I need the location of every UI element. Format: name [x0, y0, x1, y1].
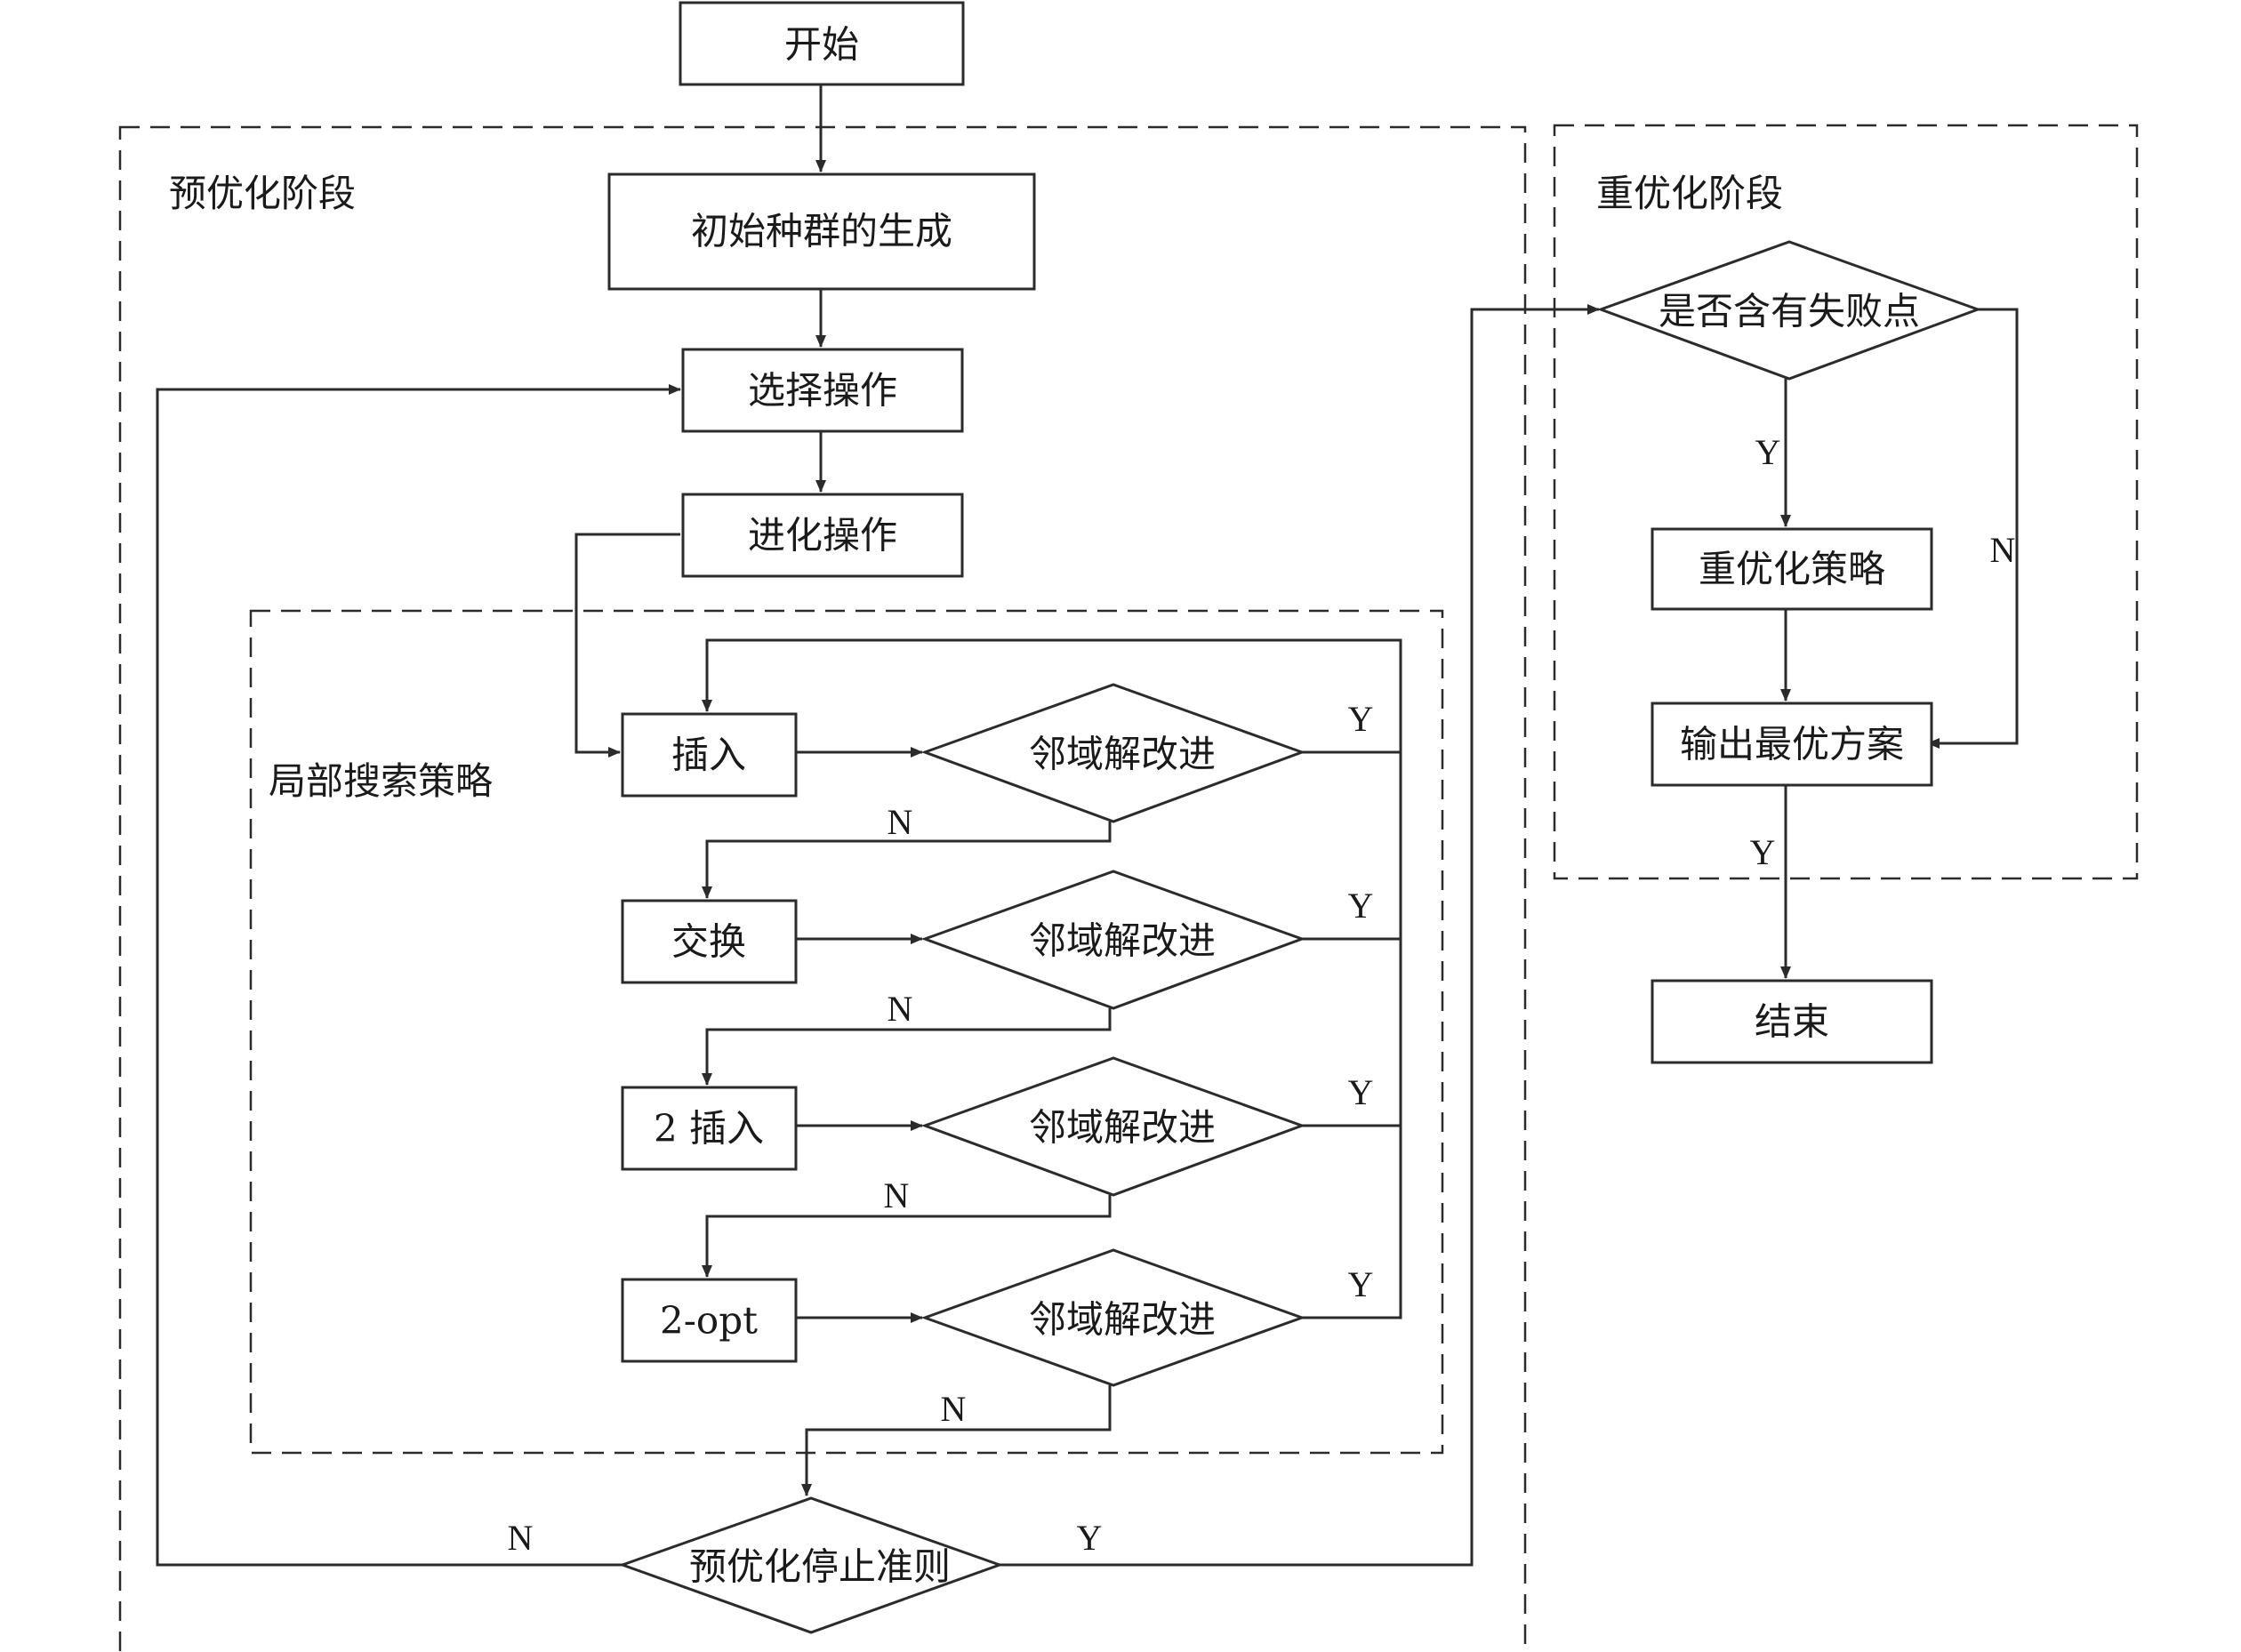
edge-label-y: Y [1348, 886, 1374, 926]
failure-point-label: 是否含有失败点 [1659, 290, 1920, 333]
edge-label-y: Y [1348, 1264, 1374, 1304]
init-population-node [607, 172, 1036, 291]
improve1-label: 邻域解改进 [1029, 733, 1216, 776]
edge-stop-n [156, 384, 681, 1567]
pre-optimization-title: 预优化阶段 [169, 172, 356, 215]
improve4-label: 邻域解改进 [1029, 1298, 1216, 1342]
edge-label-y: Y [1077, 1518, 1103, 1558]
opt2-node [621, 1278, 798, 1363]
reoptimization-label: 重优化策略 [1699, 548, 1885, 591]
edge-label-y: Y [1348, 1072, 1374, 1112]
opt2-label: 2-opt [660, 1299, 758, 1343]
local-search-region [249, 609, 1444, 1455]
edge-label-n: N [1990, 530, 2016, 570]
re-optimization-title: 重优化阶段 [1596, 172, 1783, 215]
stop-criterion-label: 预优化停止准则 [689, 1545, 951, 1589]
edge-label-n: N [888, 802, 913, 842]
improve1-decision [920, 683, 1306, 823]
improve4-decision [920, 1248, 1306, 1387]
swap-node [621, 899, 798, 984]
end-node [1651, 979, 1933, 1064]
swap-label: 交换 [671, 920, 746, 964]
evolution-label: 进化操作 [748, 514, 897, 557]
edge-stop-y [991, 304, 1600, 1567]
start-node [679, 1, 965, 86]
edge-improve4-n [801, 1385, 1112, 1496]
insert2-label: 2 插入 [654, 1107, 764, 1151]
edge-improve1-n [702, 822, 1112, 899]
improve3-label: 邻域解改进 [1029, 1106, 1216, 1150]
edge-label-y: Y [1348, 699, 1374, 739]
re-optimization-region [1553, 124, 2139, 880]
end-label: 结束 [1755, 1000, 1829, 1044]
init-population-label: 初始种群的生成 [691, 210, 952, 253]
reoptimization-node [1651, 527, 1933, 611]
edge-label-y: Y [1750, 832, 1776, 872]
edge-label-n: N [888, 989, 913, 1029]
edge-label-y: Y [1755, 432, 1781, 472]
edge-failure-n [1927, 308, 2019, 749]
edge-improve2-n [702, 1008, 1112, 1086]
local-search-title: 局部搜索策略 [269, 759, 493, 803]
output-label: 输出最优方案 [1680, 723, 1904, 766]
improve3-decision [920, 1056, 1306, 1197]
start-label: 开始 [784, 23, 859, 67]
pre-optimization-region [118, 125, 1527, 1652]
insert-label: 插入 [671, 734, 746, 777]
stop-criterion-decision [618, 1496, 1004, 1634]
edge-improve-loop-back [702, 638, 1402, 1319]
improve2-decision [920, 870, 1306, 1010]
edge-improve3-n [702, 1195, 1112, 1278]
edge-label-n: N [508, 1518, 534, 1558]
edge-evolve-insert [574, 533, 680, 758]
evolution-node [681, 493, 964, 578]
selection-label: 选择操作 [748, 369, 897, 413]
edge-label-n: N [884, 1175, 910, 1215]
insert-node [621, 712, 798, 798]
improve2-label: 邻域解改进 [1029, 919, 1216, 963]
insert2-node [621, 1086, 798, 1171]
failure-point-decision [1596, 240, 1982, 381]
output-node [1651, 702, 1933, 787]
edge-label-n: N [941, 1389, 967, 1429]
selection-node [681, 348, 964, 433]
